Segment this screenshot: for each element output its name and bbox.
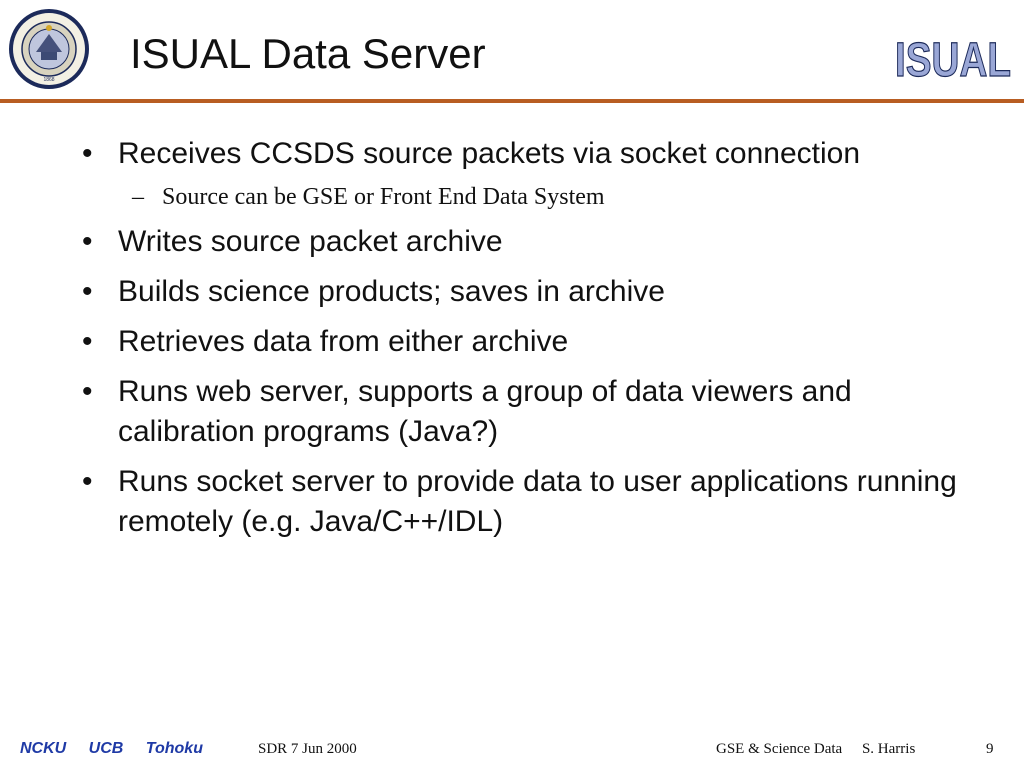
bullet-item: • Builds science products; saves in arch…: [72, 272, 972, 312]
bullet-dot: •: [82, 465, 93, 498]
bullet-item: • Writes source packet archive: [72, 222, 972, 262]
bullet-text: Receives CCSDS source packets via socket…: [118, 137, 861, 170]
footer-date: SDR 7 Jun 2000: [258, 741, 357, 757]
bullet-dot: •: [82, 275, 93, 308]
footer-orgs: NCKU UCB Tohoku: [20, 740, 221, 758]
bullet-dot: •: [82, 137, 93, 170]
sub-bullet-dash: –: [132, 184, 144, 210]
isual-logo: ISUAL: [894, 33, 1011, 87]
logo-text: ISUAL: [895, 34, 1011, 87]
footer-org-ucb: UCB: [88, 740, 124, 757]
bullet-text: Retrieves data from either archive: [118, 325, 569, 358]
footer-org-ncku: NCKU: [20, 740, 67, 757]
bullet-item: • Runs web server, supports a group of d…: [72, 372, 972, 452]
slide-title: ISUAL Data Server: [130, 30, 486, 77]
bullet-item: • Receives CCSDS source packets via sock…: [72, 134, 972, 174]
seal-year: 1868: [43, 77, 54, 83]
sub-bullet-text: Source can be GSE or Front End Data Syst…: [162, 184, 605, 210]
bullet-dot: •: [82, 375, 93, 408]
bullet-list: • Receives CCSDS source packets via sock…: [72, 134, 972, 552]
page-number: 9: [986, 741, 994, 757]
footer-org-tohoku: Tohoku: [145, 740, 203, 757]
footer-info: GSE & Science Data S. Harris: [716, 741, 931, 758]
header-divider: [0, 99, 1024, 103]
footer-author: S. Harris: [861, 741, 916, 757]
bullet-text: Runs web server, supports a group of dat…: [118, 375, 852, 448]
bullet-text: Builds science products; saves in archiv…: [118, 275, 665, 308]
bullet-text: Writes source packet archive: [118, 225, 503, 258]
bullet-text: Runs socket server to provide data to us…: [118, 465, 957, 538]
university-seal-icon: 1868: [9, 9, 89, 89]
bullet-item: • Retrieves data from either archive: [72, 322, 972, 362]
bullet-dot: •: [82, 325, 93, 358]
sub-bullet-item: – Source can be GSE or Front End Data Sy…: [72, 182, 972, 212]
footer-topic: GSE & Science Data: [716, 741, 843, 757]
bullet-dot: •: [82, 225, 93, 258]
bullet-item: • Runs socket server to provide data to …: [72, 462, 972, 542]
